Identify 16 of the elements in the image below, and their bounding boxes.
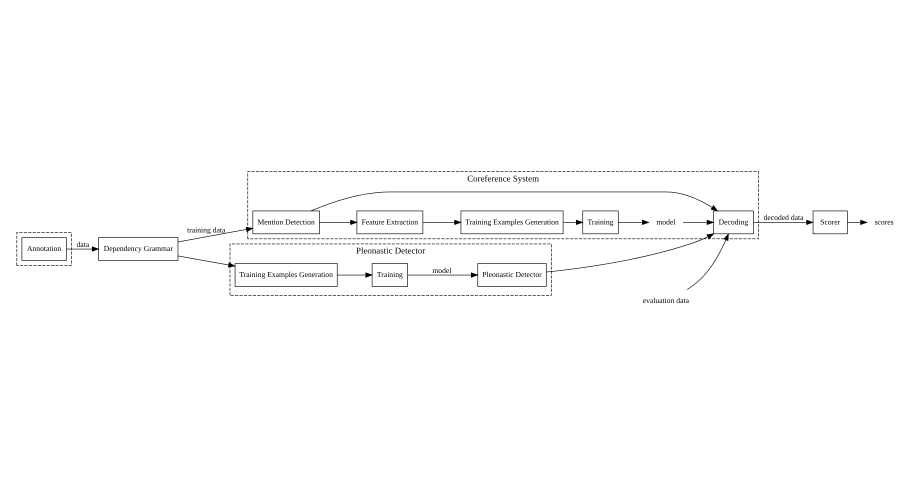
cluster	[16, 232, 72, 266]
arrow	[682, 220, 714, 226]
arrow	[686, 233, 729, 290]
arrow	[753, 220, 814, 226]
arrow	[178, 226, 254, 242]
arrow	[422, 220, 462, 226]
arrow	[562, 220, 584, 226]
arrow	[310, 192, 718, 212]
arrow	[847, 220, 868, 226]
arrow	[319, 220, 358, 226]
arrow	[66, 246, 100, 252]
arrow	[618, 220, 650, 226]
arrow	[178, 256, 236, 268]
arrow	[408, 272, 479, 278]
arrow	[546, 233, 715, 272]
arrow	[337, 272, 374, 278]
